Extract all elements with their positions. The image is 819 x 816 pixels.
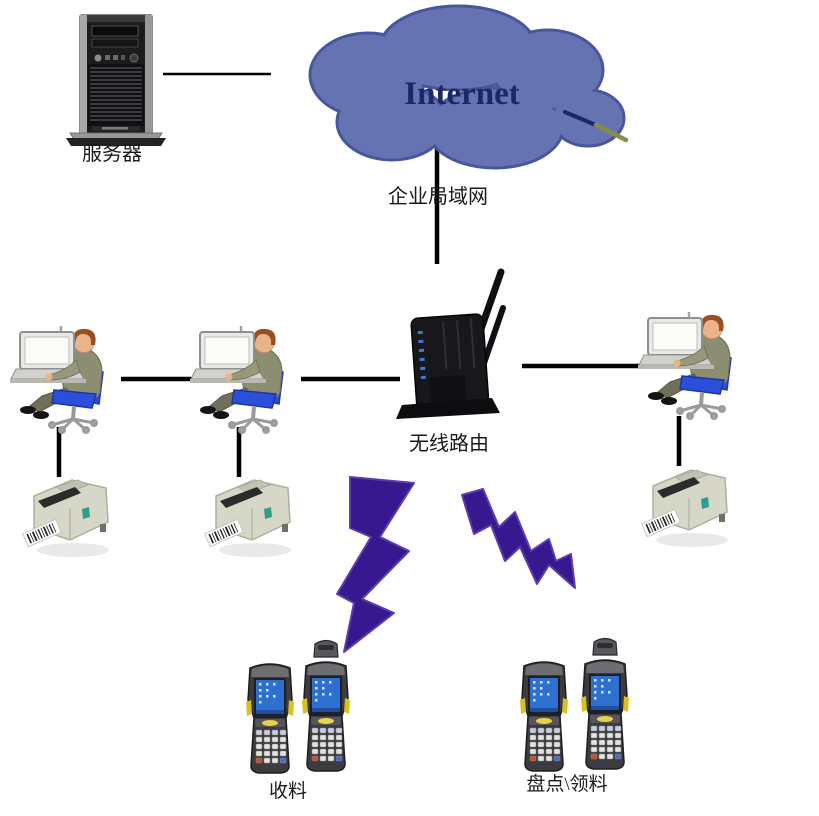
router-label: 无线路由 (409, 432, 489, 455)
handhelds-left-label: 收料 (269, 780, 307, 802)
lan-label: 企业局域网 (388, 185, 488, 208)
connector-lines (56, 72, 682, 477)
handhelds-right-label: 盘点\领料 (526, 773, 607, 795)
workstation-1 (8, 324, 105, 435)
handheld-pair-left (245, 639, 351, 774)
workstation-2 (188, 324, 285, 435)
printer-2 (203, 479, 292, 558)
wireless-router (396, 268, 506, 419)
handheld-scan-head (313, 639, 339, 658)
handheld-scan-head (592, 637, 618, 656)
handheld-terminal-turret (580, 659, 630, 770)
router-led-strip (417, 330, 426, 380)
handheld-terminal-plain (519, 661, 569, 772)
internet-label: Internet (404, 76, 519, 112)
printer-3 (640, 469, 729, 548)
lightning-bolt-right (461, 488, 576, 589)
printer-1 (21, 479, 110, 558)
handheld-terminal-plain (245, 663, 295, 774)
workstation-3 (636, 310, 733, 421)
internet-cloud (308, 4, 626, 170)
server-label: 服务器 (82, 142, 142, 165)
handheld-terminal-turret (301, 661, 351, 772)
server-tower (66, 14, 166, 146)
handheld-pair-right (519, 637, 630, 772)
cloud-pointer-stick (563, 110, 629, 143)
lightning-bolt-left (336, 476, 415, 653)
